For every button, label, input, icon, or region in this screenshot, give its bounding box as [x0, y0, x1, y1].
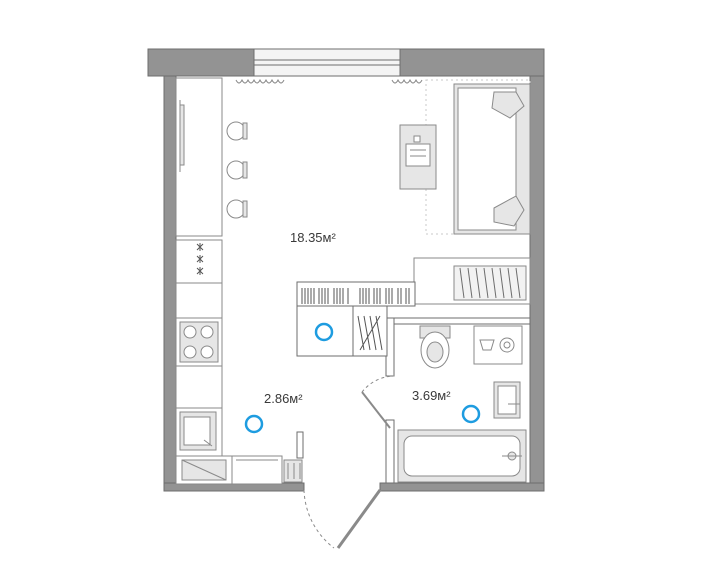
washing-machine	[473, 325, 523, 365]
exterior-walls	[147, 48, 545, 492]
right-wall	[529, 75, 545, 491]
stove	[179, 321, 219, 363]
bar-stools	[226, 121, 248, 219]
bathroom-fixtures	[397, 325, 527, 483]
hall-area: 2.86м²	[264, 391, 303, 406]
coffee-table	[399, 124, 437, 190]
toilet	[419, 325, 451, 369]
hall-partition	[296, 431, 304, 459]
bathroom-left-wall-lower	[385, 419, 395, 484]
bathroom-area: 3.69м²	[412, 388, 451, 403]
bathroom-sink	[493, 381, 521, 419]
room-markers	[244, 322, 481, 434]
hall-marker[interactable]	[244, 414, 264, 434]
window	[253, 48, 401, 77]
living-room-marker[interactable]	[314, 322, 334, 342]
bathroom-top-wall	[385, 317, 531, 325]
fridge-icons	[196, 243, 204, 275]
left-wall	[163, 75, 177, 491]
bottom-left-cabinets	[175, 455, 303, 485]
entrance-door	[303, 489, 382, 549]
bottom-wall-right	[379, 482, 545, 492]
bathroom-door	[361, 375, 395, 429]
bookshelf	[296, 281, 416, 357]
curtains	[235, 78, 423, 84]
sofa	[453, 83, 531, 235]
top-wall-right	[399, 48, 545, 77]
kitchen	[175, 77, 248, 457]
shelving	[413, 257, 531, 305]
kitchen-sink	[179, 411, 217, 451]
top-wall-left	[147, 48, 255, 77]
living-room-area: 18.35м²	[290, 230, 336, 245]
bathtub	[397, 429, 527, 483]
bathroom-marker[interactable]	[461, 404, 481, 424]
